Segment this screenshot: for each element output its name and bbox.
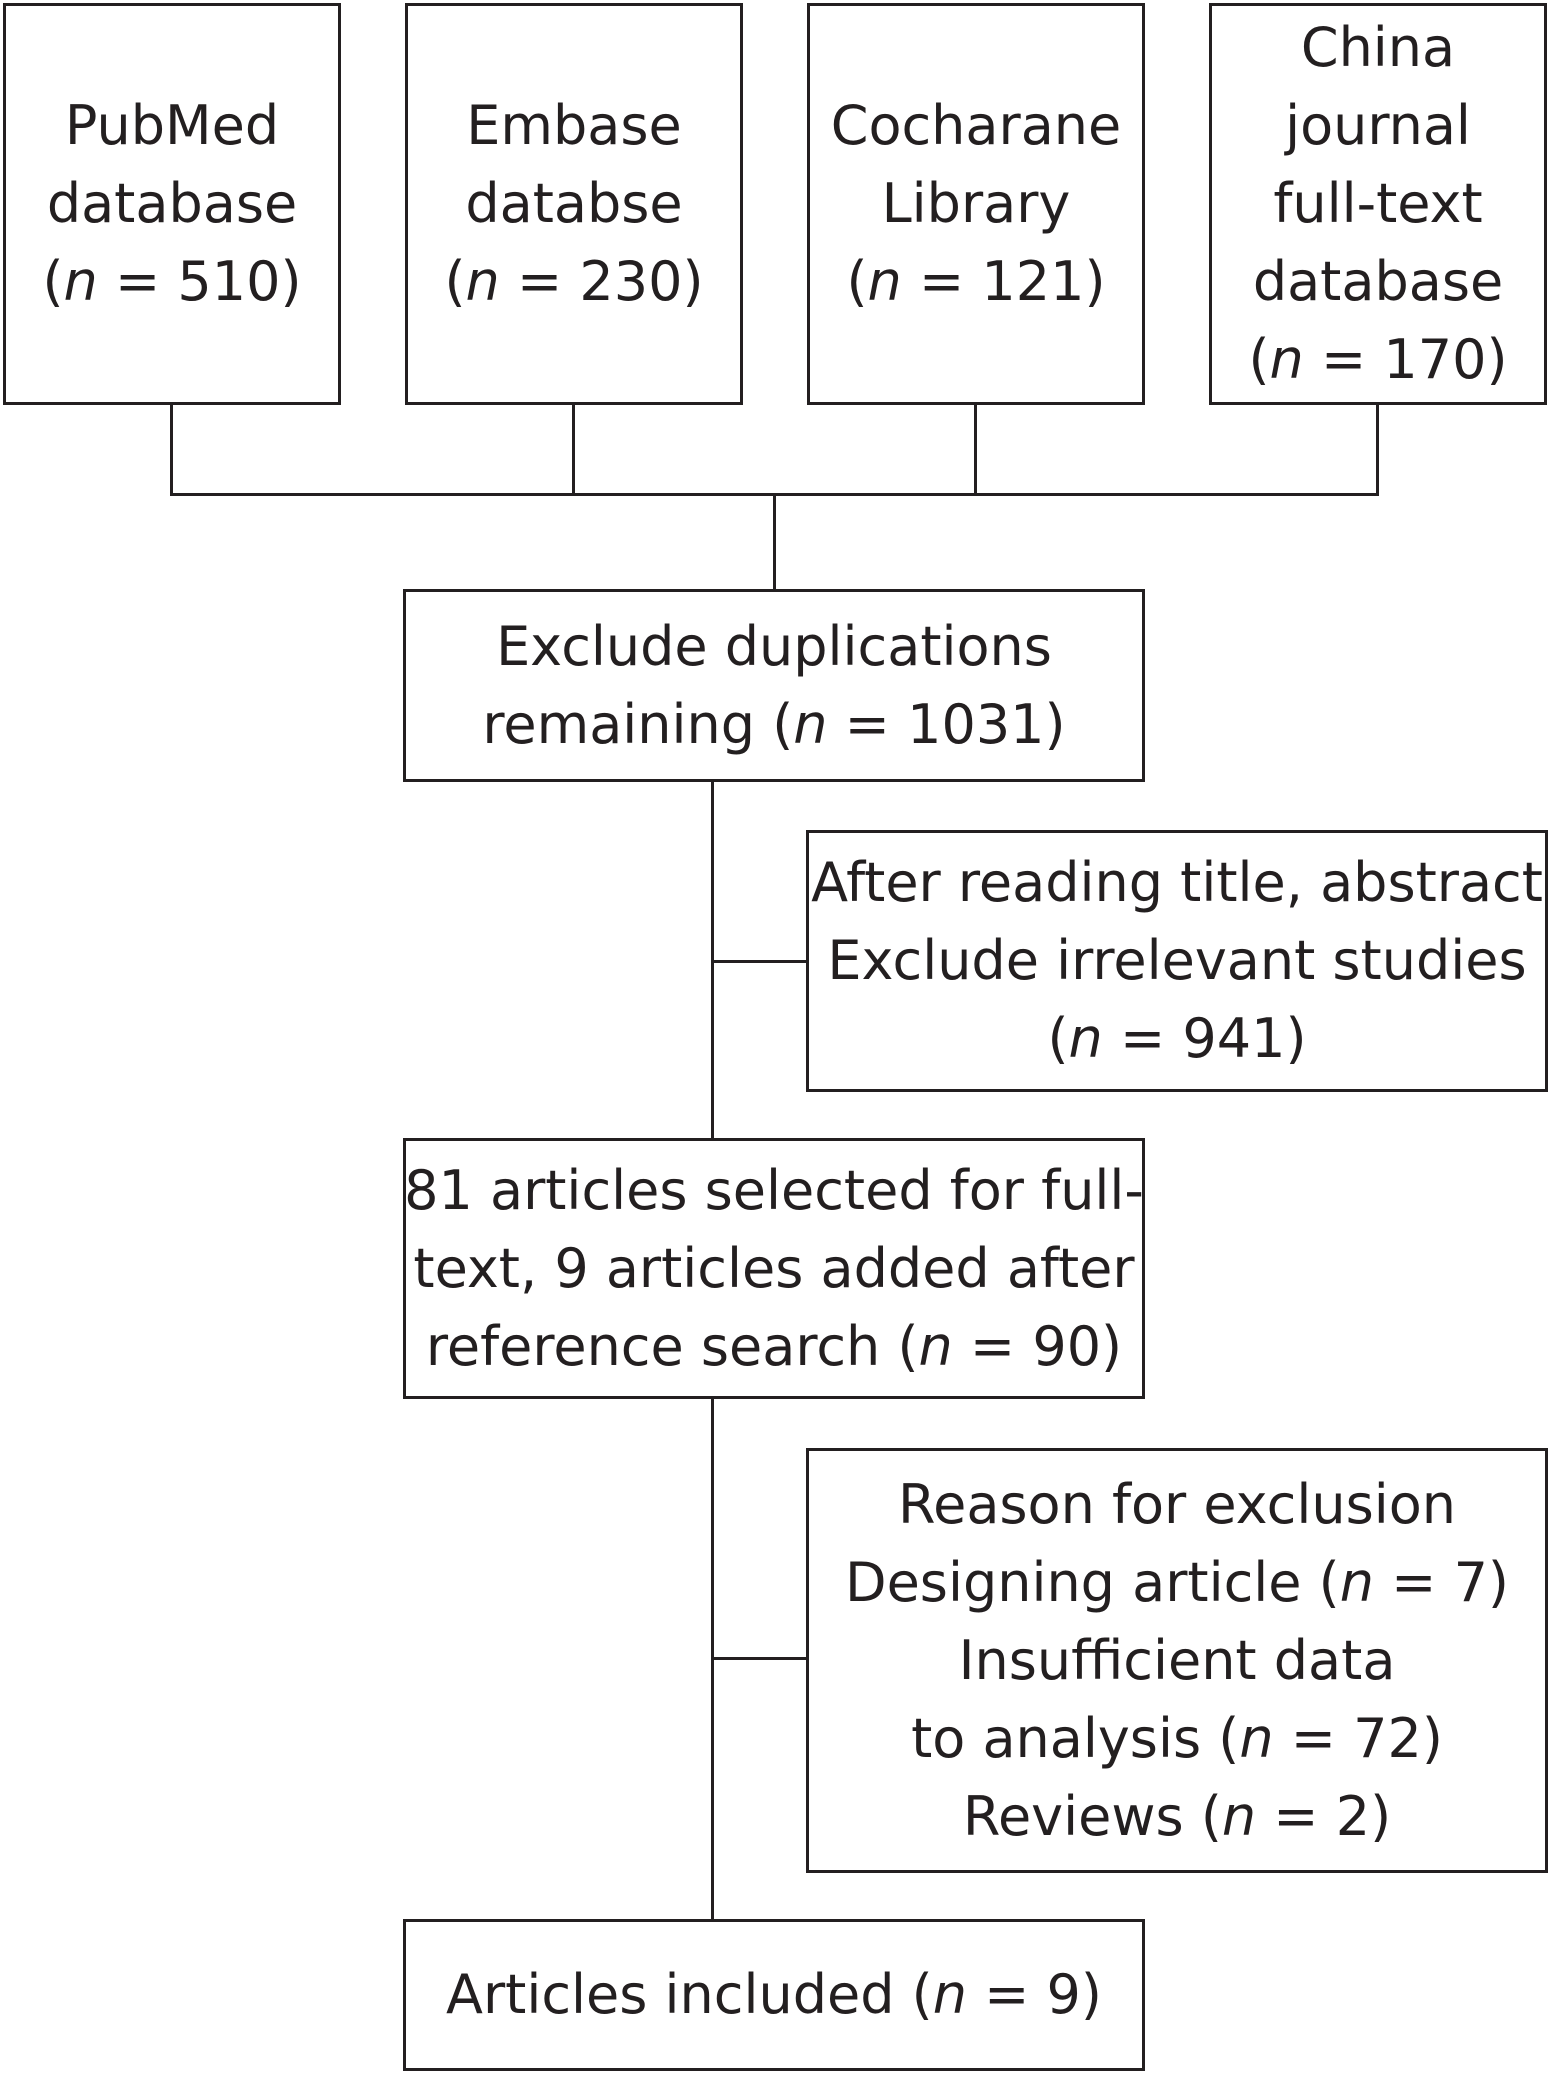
source-embase-line-3: (n = 230) bbox=[444, 250, 704, 313]
connector-branch-fulltext-exclusion bbox=[711, 1657, 807, 1660]
connector-to-duplicates bbox=[773, 493, 776, 589]
fulltext-exclusion-line-5: Reviews (n = 2) bbox=[962, 1784, 1392, 1848]
source-pubmed-line-1: PubMed bbox=[64, 94, 280, 157]
source-box-embase: Embase databse (n = 230) bbox=[405, 3, 743, 405]
connector-source-3 bbox=[974, 405, 977, 495]
source-cochrane-line-1: Cocharane bbox=[830, 94, 1122, 157]
source-china-line-4: database bbox=[1252, 250, 1504, 313]
source-china-line-5: (n = 170) bbox=[1248, 328, 1508, 391]
fulltext-line-3: reference search (n = 90) bbox=[425, 1314, 1123, 1378]
fulltext-line-2: text, 9 articles added after bbox=[413, 1236, 1135, 1300]
fulltext-box: 81 articles selected for full- text, 9 a… bbox=[403, 1138, 1145, 1399]
included-box: Articles included (n = 9) bbox=[403, 1919, 1145, 2071]
fulltext-exclusion-line-1: Reason for exclusion bbox=[898, 1472, 1456, 1536]
duplicates-box: Exclude duplications remaining (n = 1031… bbox=[403, 589, 1145, 782]
screen-exclusion-box: After reading title, abstract Exclude ir… bbox=[806, 830, 1548, 1092]
screen-exclusion-line-3: (n = 941) bbox=[1047, 1007, 1307, 1070]
source-china-line-1: China bbox=[1300, 16, 1456, 79]
fulltext-exclusion-box: Reason for exclusion Designing article (… bbox=[806, 1448, 1548, 1873]
included-line-1: Articles included (n = 9) bbox=[446, 1963, 1102, 2026]
connector-branch-screen-exclusion bbox=[711, 960, 807, 963]
source-china-line-3: full-text bbox=[1273, 172, 1483, 235]
fulltext-line-1: 81 articles selected for full- bbox=[404, 1158, 1144, 1222]
source-cochrane-line-2: Library bbox=[881, 172, 1071, 235]
source-box-cochrane: Cocharane Library (n = 121) bbox=[807, 3, 1145, 405]
source-cochrane-line-3: (n = 121) bbox=[846, 250, 1106, 313]
fulltext-exclusion-line-3: Insufficient data bbox=[958, 1628, 1396, 1692]
fulltext-exclusion-line-2: Designing article (n = 7) bbox=[845, 1550, 1509, 1614]
source-pubmed-line-2: database bbox=[46, 172, 298, 235]
source-embase-line-2: databse bbox=[465, 172, 683, 235]
connector-source-4 bbox=[1376, 405, 1379, 495]
connector-source-2 bbox=[572, 405, 575, 495]
duplicates-line-1: Exclude duplications bbox=[496, 614, 1052, 678]
source-box-pubmed: PubMed database (n = 510) bbox=[3, 3, 341, 405]
source-embase-line-1: Embase bbox=[466, 94, 682, 157]
fulltext-exclusion-line-4: to analysis (n = 72) bbox=[911, 1706, 1443, 1770]
screen-exclusion-line-1: After reading title, abstract bbox=[811, 851, 1543, 914]
duplicates-line-2: remaining (n = 1031) bbox=[482, 692, 1066, 756]
screen-exclusion-line-2: Exclude irrelevant studies bbox=[827, 929, 1527, 992]
connector-source-1 bbox=[170, 405, 173, 495]
source-china-line-2: journal bbox=[1285, 94, 1471, 157]
source-box-china-journal: China journal full-text database (n = 17… bbox=[1209, 3, 1547, 405]
source-pubmed-line-3: (n = 510) bbox=[42, 250, 302, 313]
